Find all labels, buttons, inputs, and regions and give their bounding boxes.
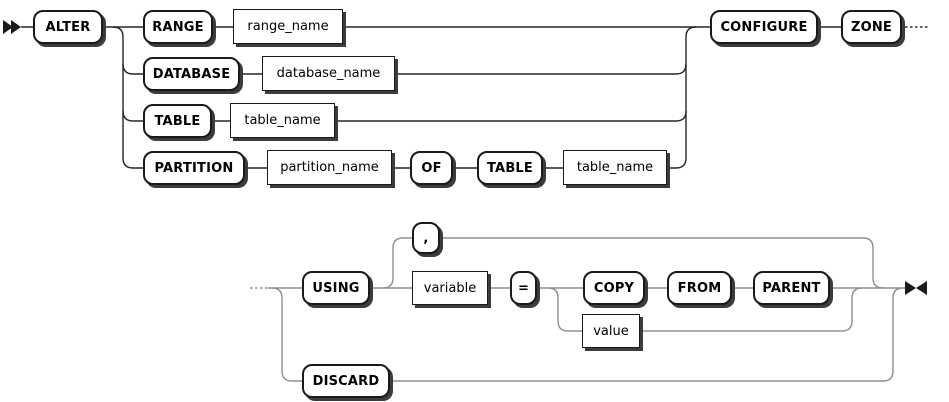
variable-table-name-2: table_name bbox=[563, 150, 667, 185]
variable-variable: variable bbox=[412, 271, 488, 305]
bottom-section-wires bbox=[250, 237, 907, 382]
keyword-range: RANGE bbox=[143, 10, 213, 44]
keyword-using: USING bbox=[302, 271, 370, 305]
variable-table-name: table_name bbox=[230, 103, 335, 138]
keyword-table: TABLE bbox=[143, 104, 212, 138]
variable-database-name: database_name bbox=[262, 56, 395, 91]
keyword-zone: ZONE bbox=[841, 10, 902, 44]
variable-value: value bbox=[582, 314, 640, 348]
keyword-from: FROM bbox=[667, 271, 732, 305]
keyword-comma: , bbox=[412, 222, 440, 254]
variable-partition-name: partition_name bbox=[267, 150, 392, 185]
variable-range-name: range_name bbox=[233, 9, 343, 44]
keyword-discard: DISCARD bbox=[302, 364, 390, 398]
end-arrow-icon bbox=[905, 281, 927, 295]
keyword-configure: CONFIGURE bbox=[710, 10, 818, 44]
keyword-partition: PARTITION bbox=[143, 151, 245, 185]
start-arrow-icon bbox=[3, 20, 21, 34]
keyword-copy: COPY bbox=[583, 271, 645, 305]
keyword-table-2: TABLE bbox=[477, 151, 543, 185]
keyword-database: DATABASE bbox=[143, 57, 240, 91]
keyword-of: OF bbox=[410, 151, 453, 185]
keyword-equals: = bbox=[510, 271, 537, 305]
keyword-parent: PARENT bbox=[753, 271, 830, 305]
top-section-wires bbox=[21, 26, 928, 169]
keyword-alter: ALTER bbox=[33, 10, 103, 44]
